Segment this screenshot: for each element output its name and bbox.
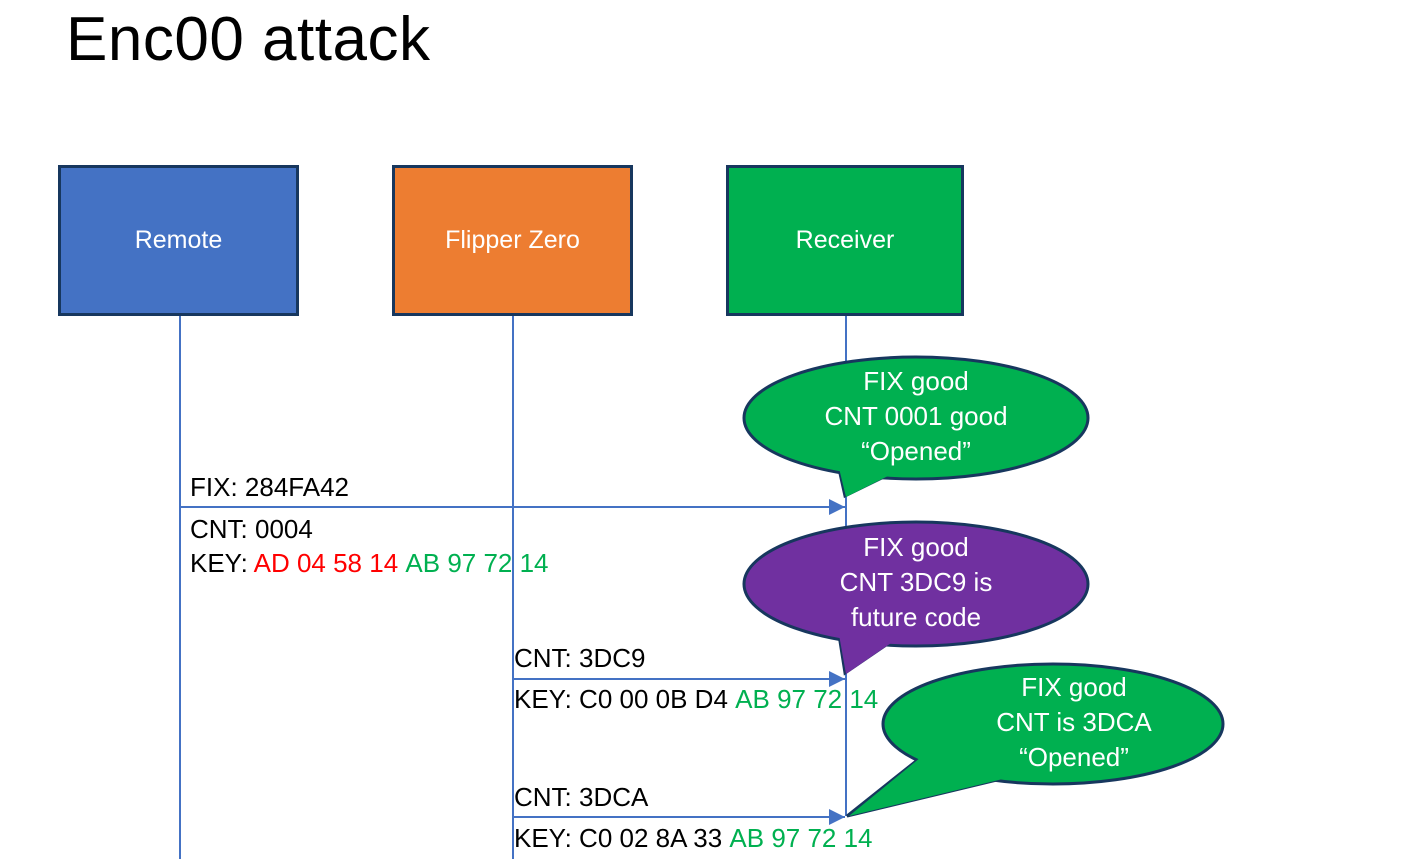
- message-3-cnt-text: CNT: 3DCA: [514, 782, 649, 812]
- message-arrowhead-2: [829, 671, 845, 687]
- speech-bubble-2[interactable]: FIX good CNT 3DC9 is future code: [742, 517, 1090, 676]
- message-2-key-second: AB 97 72 14: [735, 684, 879, 714]
- message-arrow-1: [180, 506, 845, 508]
- message-2-cnt-text: CNT: 3DC9: [514, 643, 646, 673]
- message-arrowhead-1: [829, 499, 845, 515]
- message-1-fix: FIX: 284FA42: [190, 470, 349, 504]
- message-1-key-row: KEY: AD 04 58 14 AB 97 72 14: [190, 546, 549, 580]
- page-title: Enc00 attack: [66, 5, 431, 74]
- message-3-cnt: CNT: 3DCA: [514, 780, 648, 814]
- actor-box-receiver[interactable]: Receiver: [726, 165, 964, 316]
- message-3-key-second: AB 97 72 14: [729, 823, 873, 853]
- message-3-key-label: KEY:: [514, 823, 580, 853]
- speech-bubble-3-shape: [846, 662, 1225, 818]
- message-1-body: CNT: 0004 KEY: AD 04 58 14 AB 97 72 14: [190, 512, 549, 580]
- actor-label-flipper: Flipper Zero: [445, 226, 580, 254]
- message-arrow-2: [513, 678, 845, 680]
- message-1-key-label: KEY:: [190, 548, 254, 578]
- message-3-key-first: C0 02 8A 33: [579, 823, 723, 853]
- message-1-cnt-text: CNT: 0004: [190, 514, 313, 544]
- speech-bubble-2-shape: [742, 520, 1090, 676]
- message-arrow-3: [513, 816, 845, 818]
- message-1-fix-text: FIX: 284FA42: [190, 472, 349, 502]
- speech-bubble-3[interactable]: FIX good CNT is 3DCA “Opened”: [845, 660, 1265, 822]
- message-2-key-label: KEY:: [514, 684, 580, 714]
- message-2-cnt: CNT: 3DC9: [514, 641, 645, 675]
- message-2-key: KEY: C0 00 0B D4 AB 97 72 14: [514, 682, 878, 716]
- actor-box-remote[interactable]: Remote: [58, 165, 299, 316]
- actor-box-flipper[interactable]: Flipper Zero: [392, 165, 633, 316]
- lifeline-flipper: [512, 316, 514, 859]
- message-1-key-second: AB 97 72 14: [405, 548, 549, 578]
- lifeline-remote: [179, 316, 181, 859]
- message-3-key: KEY: C0 02 8A 33 AB 97 72 14: [514, 821, 873, 855]
- message-arrowhead-3: [829, 809, 845, 825]
- message-2-key-first: C0 00 0B D4: [579, 684, 728, 714]
- speech-bubble-1[interactable]: FIX good CNT 0001 good “Opened”: [742, 352, 1090, 507]
- speech-bubble-1-shape: [742, 355, 1090, 499]
- actor-label-receiver: Receiver: [795, 226, 895, 254]
- message-1-key-first: AD 04 58 14: [253, 548, 399, 578]
- actor-label-remote: Remote: [134, 226, 223, 254]
